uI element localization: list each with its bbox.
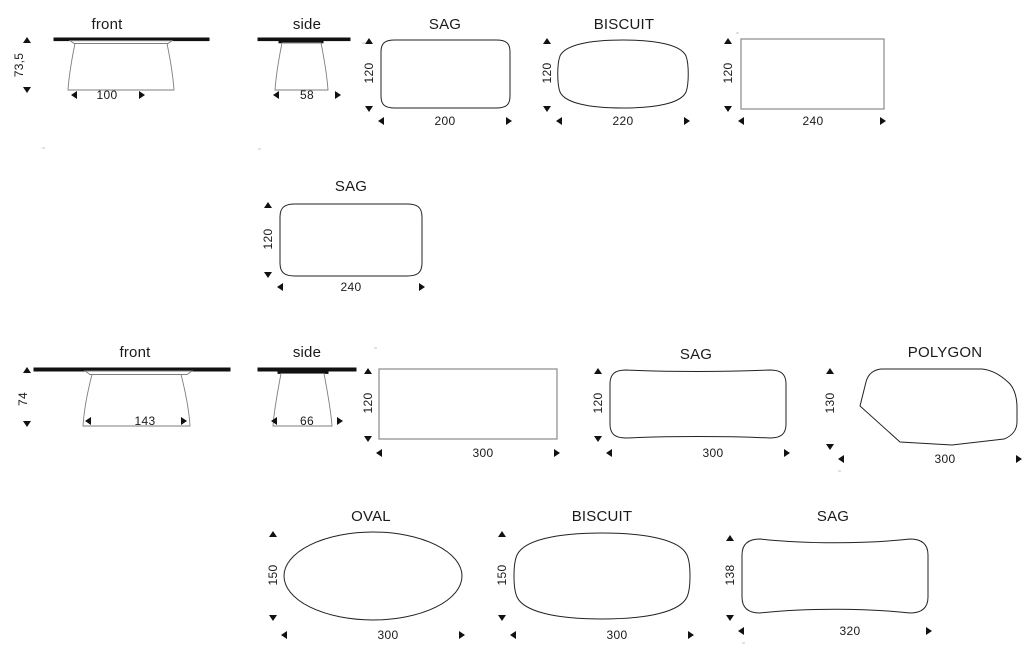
dimension-width-side-2: 66 [300, 414, 314, 428]
dimension-arrows-horizontal-side-1 [270, 88, 344, 102]
figure-title-front-2: front [119, 344, 151, 361]
figure-top-rect-300 [378, 368, 558, 440]
scan-artifact [258, 148, 261, 150]
dimension-arrows-horizontal-sag-300 [604, 446, 792, 460]
biscuit-300-outline [513, 532, 691, 620]
dimension-width-sag-300: 300 [702, 446, 724, 460]
figure-title-sag-240: SAG [334, 178, 368, 195]
figure-title-oval-300: OVAL [351, 508, 391, 525]
scan-artifact [362, 42, 365, 44]
sag-300-outline [609, 369, 787, 439]
figure-title-front-1: front [91, 16, 123, 33]
dimension-arrows-vertical-biscuit-300 [496, 529, 510, 623]
dimension-width-biscuit-220: 220 [612, 114, 634, 128]
figure-top-sag-200 [379, 38, 512, 110]
figure-side-elevation-1 [252, 32, 362, 102]
side-elevation-1-drawing [257, 37, 351, 91]
figure-title-side-2: side [292, 344, 322, 361]
figure-title-sag-300: SAG [679, 346, 713, 363]
dimension-width-rect-300: 300 [472, 446, 494, 460]
front-elevation-2-drawing [33, 367, 231, 427]
figure-top-sag-300 [608, 368, 788, 440]
figure-title-sag-200: SAG [428, 16, 462, 33]
figure-front-elevation-2 [22, 362, 242, 434]
dimension-arrows-vertical-sag-300 [592, 366, 606, 444]
figure-top-sag-320 [740, 535, 930, 617]
dimension-arrows-horizontal-rect-300 [374, 446, 562, 460]
figure-front-elevation-1 [22, 32, 222, 102]
dimension-arrows-horizontal-rect-240 [736, 114, 888, 128]
polygon-300-outline [859, 368, 1018, 446]
dimension-arrows-vertical-front-1 [22, 34, 36, 96]
dimension-arrows-vertical-polygon-300 [824, 366, 838, 452]
dimension-width-sag-200: 200 [434, 114, 456, 128]
dimension-arrows-horizontal-biscuit-300 [508, 628, 696, 642]
rect-240-outline [740, 38, 885, 110]
dimension-arrows-horizontal-polygon-300 [836, 452, 1024, 466]
figure-top-biscuit-300 [512, 531, 692, 621]
dimension-width-sag-320: 320 [839, 624, 861, 638]
dimension-width-front-2: 143 [134, 414, 156, 428]
figure-title-biscuit-220: BISCUIT [593, 16, 655, 33]
dimension-width-polygon-300: 300 [934, 452, 956, 466]
dimension-arrows-horizontal-front-2 [82, 414, 190, 428]
sag-200-outline [380, 39, 511, 109]
scan-artifact [736, 32, 739, 34]
dimension-arrows-horizontal-biscuit-220 [554, 114, 692, 128]
dimension-arrows-vertical-sag-200 [363, 36, 377, 114]
scan-artifact [742, 642, 745, 644]
dimension-arrows-vertical-sag-240 [262, 200, 276, 280]
dimension-arrows-horizontal-front-1 [68, 88, 148, 102]
side-elevation-2-drawing [257, 367, 357, 427]
dimension-width-rect-240: 240 [802, 114, 824, 128]
figure-top-rect-240 [740, 38, 885, 110]
figure-title-sag-320: SAG [816, 508, 850, 525]
dimension-width-sag-240: 240 [340, 280, 362, 294]
dimension-width-oval-300: 300 [377, 628, 399, 642]
dimension-arrows-horizontal-sag-240 [275, 280, 427, 294]
dimension-width-side-1: 58 [300, 88, 314, 102]
dimension-arrows-vertical-oval-300 [267, 529, 281, 623]
oval-300-outline [283, 531, 463, 621]
dimension-arrows-horizontal-sag-200 [376, 114, 514, 128]
scan-artifact [838, 470, 841, 472]
figure-side-elevation-2 [252, 362, 366, 434]
dimension-arrows-horizontal-sag-320 [736, 624, 934, 638]
front-elevation-1-drawing [53, 37, 210, 91]
figure-title-side-1: side [292, 16, 322, 33]
scan-artifact [374, 347, 377, 349]
figure-top-polygon-300 [840, 366, 1020, 448]
scan-artifact [42, 147, 45, 149]
sag-240-outline [279, 203, 423, 277]
dimension-arrows-vertical-rect-240 [722, 36, 736, 114]
figure-top-biscuit-220 [557, 38, 690, 110]
dimension-arrows-horizontal-side-2 [268, 414, 346, 428]
dimension-arrows-horizontal-oval-300 [279, 628, 467, 642]
figure-top-oval-300 [283, 531, 463, 621]
figure-top-sag-240 [278, 202, 424, 278]
dimension-arrows-vertical-rect-300 [362, 366, 376, 444]
dimension-arrows-vertical-front-2 [22, 364, 36, 430]
figure-title-biscuit-300: BISCUIT [571, 508, 633, 525]
dimension-width-biscuit-300: 300 [606, 628, 628, 642]
sag-320-outline [741, 538, 929, 614]
dimension-arrows-vertical-biscuit-220 [541, 36, 555, 114]
dimension-width-front-1: 100 [96, 88, 118, 102]
dimension-arrows-vertical-sag-320 [724, 533, 738, 623]
rect-300-outline [378, 368, 558, 440]
figure-title-polygon-300: POLYGON [907, 344, 983, 361]
biscuit-220-outline [557, 39, 689, 109]
